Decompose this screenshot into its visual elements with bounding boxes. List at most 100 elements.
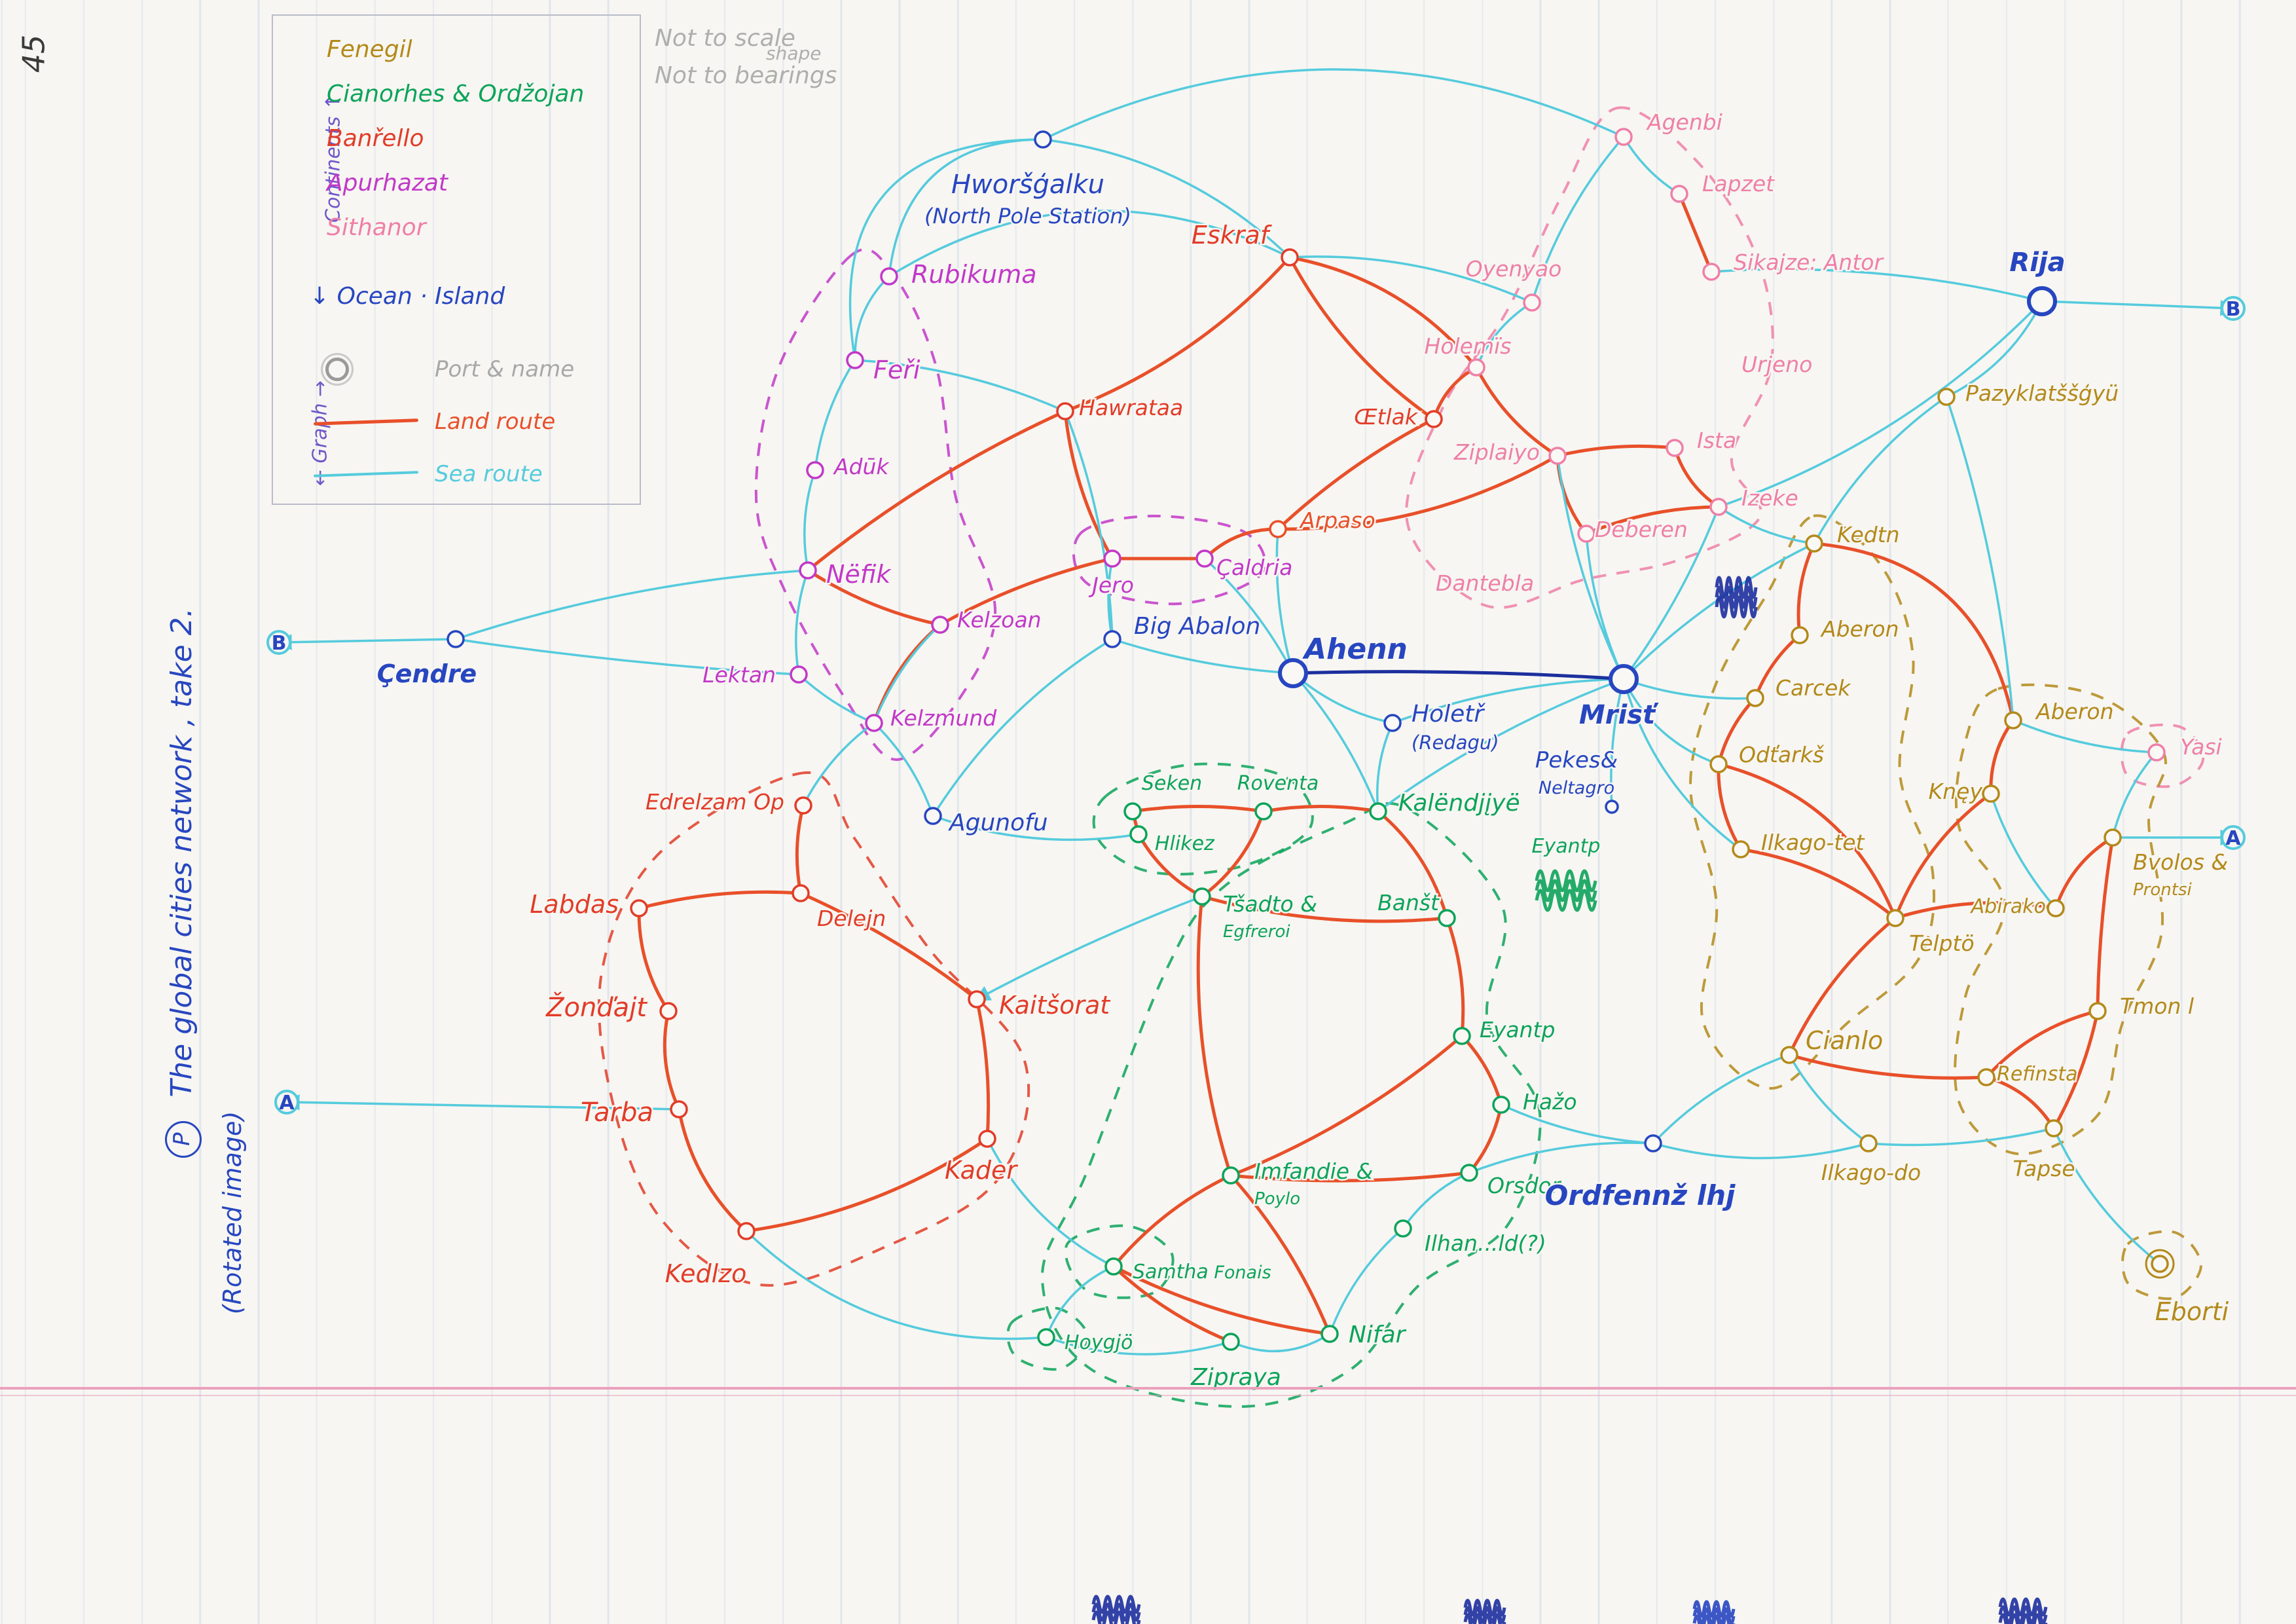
city-label-eborti: Eborti [2155,1297,2229,1326]
land-route-deberen-izeke [1584,505,1721,536]
city-label-lektan: Lektan [702,662,776,688]
port-marker-holemis [1467,358,1485,377]
city-label-pekes: Neltagro [1539,778,1614,798]
portal-aR: A [2221,825,2246,850]
land-route-kaitsorat-delejn [799,891,979,1001]
sea-route-rija-izeke [1717,300,2043,508]
port-marker-oyenyao [1523,293,1541,312]
city-label-tapse: Tapse [2013,1156,2075,1181]
city-mrist: Mrisť [1577,664,1660,732]
land-route-tmonl-tapse [2052,1009,2100,1130]
port-marker-kelzoan [931,616,949,634]
sea-route-agenbi-lapzet [1622,136,1681,195]
city-nefik: Nëfik [799,559,894,591]
city-label-pazyk: Pazyklatššģyü [1965,380,2119,406]
port-marker-eborti [2151,1255,2169,1273]
land-route-imfandie-orsdor [1229,1171,1471,1183]
city-label-rubikuma: Rubikuma [911,260,1037,289]
land-route-tmonl-refinsta [1984,1009,2100,1079]
land-route-kalendjye-banst [1376,809,1449,920]
sea-route-eskraf-rubikuma [888,210,1291,278]
sea-route-rija-bR [2041,300,2236,316]
sea-route-lektan-kelzmund [797,673,875,724]
port-marker-caldria [1195,549,1214,568]
sea-route-orsdor-ordfennz [1468,1141,1654,1174]
sea-route-holetr-mrist [1391,678,1625,724]
city-label-imfandie: Imfandie & [1254,1158,1373,1184]
city-label-agunofu: Agunofu [948,809,1048,836]
city-urjeno: Urjeno [1740,350,1814,379]
city-label-nefik: Nëfik [826,560,892,589]
port-marker-aberone [2004,711,2022,729]
land-route-lapzet-sikajze [1677,192,1713,274]
city-imfandie: Imfandie &Poylo [1222,1157,1375,1211]
city-label-aberone: Aberon [2035,699,2114,724]
port-marker-zipraya [1222,1333,1240,1351]
city-label-edrelzam: Edrelzam Op [646,789,784,815]
port-marker-roventa [1254,802,1273,821]
legend-continent-apurhazat: Apurhazat [327,170,448,196]
city-label-fonais: Fonais [1214,1263,1271,1283]
city-rija: Rija [2008,246,2067,316]
city-label-hoygjo: Hoygjö [1065,1331,1133,1354]
portal-bL: B [266,630,291,655]
city-nifar: Nifar [1321,1320,1408,1350]
continent-outline-apurhazat-1 [754,248,997,762]
city-label-kedlzo: Kedlzo [665,1259,747,1288]
city-kelzmund: Kelzmund [865,704,999,733]
sea-route-bigabalon-ahenn [1111,638,1294,674]
city-roventa: Roventa [1235,771,1321,821]
city-kelzoan: Kelzoan [931,606,1043,635]
land-route-eskraf-oetlak [1288,255,1436,421]
port-marker-izeke [1709,498,1728,516]
legend-item-sea: Sea route [313,448,574,500]
city-label-ilkagodo: Ilkago-do [1821,1160,1921,1185]
ink-scribble [1091,1595,1141,1624]
city-label-ziplaiyo: Ziplaiyo [1453,439,1540,465]
land-route-kedtn-aberonw [1796,542,1816,637]
city-label-yasi: Yasi [2180,734,2222,760]
land-route-delejn-labdas [637,890,803,910]
land-route-labdas-zondajt [637,906,670,1013]
continent-outline-cianorhes-samtha [1064,1224,1175,1299]
land-route-kedlzo-kader [744,1137,989,1233]
city-zondajt: Žonďajt [544,990,678,1025]
sea-route-ahenn-holetr [1292,672,1394,724]
city-label-ordfennz: Ordfennž lhj [1545,1179,1736,1211]
port-marker-hlikez [1129,825,1148,843]
port-marker-yasi [2147,743,2166,762]
city-ordfennz: Ordfennž lhj [1543,1134,1737,1213]
land-route-eskraf-hawrata [1063,255,1292,413]
land-route-odtarks-telpto [1717,762,1897,920]
continent-outline-banrello [597,771,1030,1287]
land-route-kney-telpto [1893,792,1993,920]
sea-route-hazo-ordfennz [1500,1103,1654,1145]
port-marker-kalendjye [1369,802,1387,821]
land-route-roventa-tsadto [1200,809,1266,898]
city-label-roventa: Roventa [1237,772,1319,795]
port-marker-lapzet [1670,185,1688,203]
city-tarba: Tarba [579,1096,688,1130]
city-label-kedtn: Kedtn [1837,522,1900,547]
city-kedlzo: Kedlzo [663,1222,756,1290]
sea-route-kelzmund-agunofu [873,722,934,817]
margin-line-2 [0,1395,2296,1396]
city-label-rija: Rija [2009,248,2065,278]
land-route-eyantp-imfandie [1229,1034,1464,1177]
port-marker-arpaso [1269,520,1287,538]
city-hlikez: Hlikez [1129,825,1217,857]
city-lektan: Lektan [701,661,808,690]
land-route-seken-roventa [1131,805,1266,813]
city-label-oyenyao: Oyenyao [1466,256,1562,282]
city-holetr: Holetř(Redagu) [1383,699,1501,756]
land-route-edrelzam-delejn [795,803,805,895]
city-label-tarba: Tarba [581,1098,653,1128]
city-ilkagodo: Ilkago-do [1819,1134,1923,1187]
city-kedtn: Kedtn [1805,521,1901,553]
city-label-hworsgalku: Hworšģalku [951,170,1104,200]
sea-route-agunofu-hlikez [932,815,1140,841]
sea-route-kalendjye-mrist [1377,678,1625,813]
port-marker-tsadto [1193,887,1211,906]
city-label-carcek: Carcek [1776,675,1851,701]
